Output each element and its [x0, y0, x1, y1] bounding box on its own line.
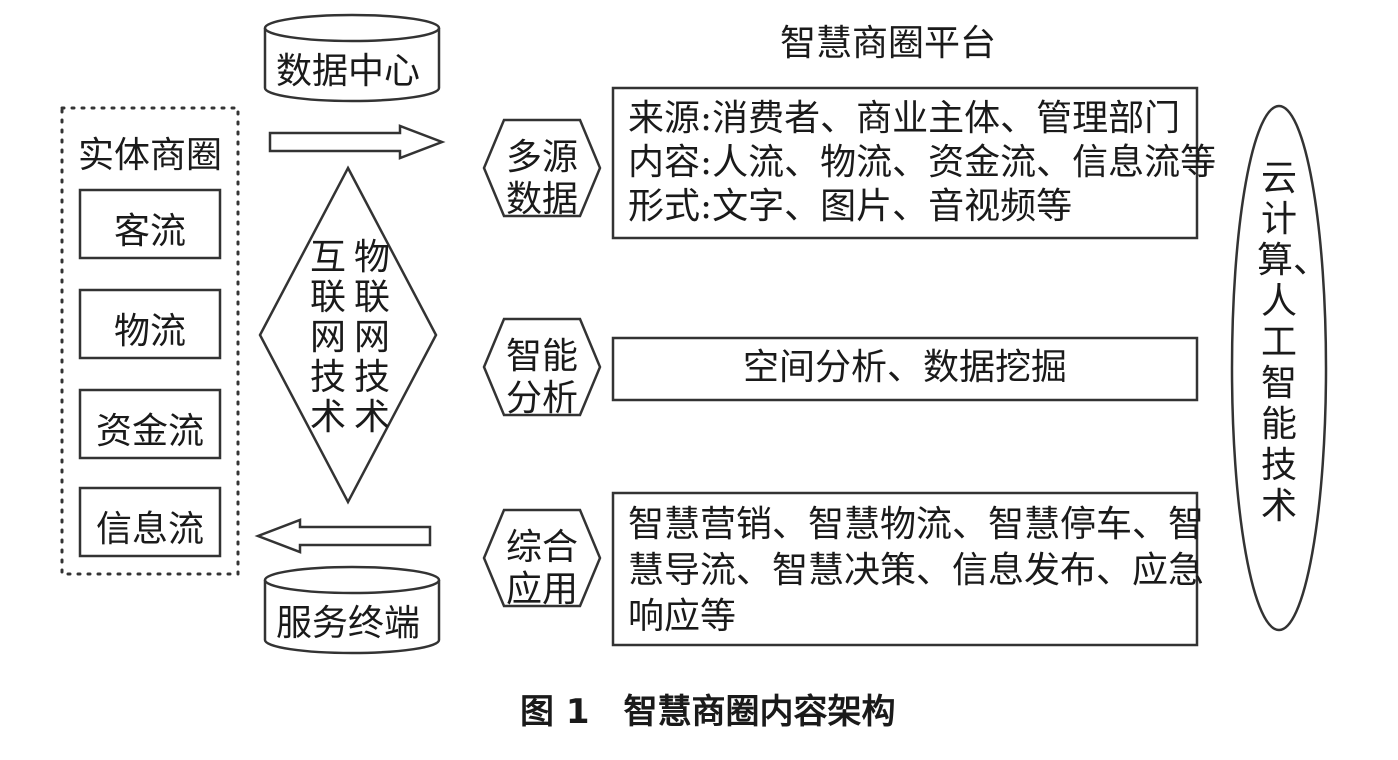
- stage-label-line1: 智能: [506, 336, 579, 377]
- figure-caption: 图 1 智慧商圈内容架构: [520, 692, 896, 732]
- data-box-line: 来源:消费者、商业主体、管理部门: [628, 98, 1181, 139]
- service-terminal-label: 服务终端: [276, 603, 421, 644]
- service-terminal-cylinder: [263, 565, 441, 655]
- flow-label: 客流: [113, 211, 186, 252]
- platform-title: 智慧商圈平台: [780, 23, 997, 64]
- data-box-line: 形式:文字、图片、音视频等: [628, 186, 1073, 227]
- iot-tech-label: 物联网技术: [353, 237, 390, 438]
- stage-label-line1: 综合: [506, 527, 579, 568]
- cloud-ai-ellipse: [1230, 104, 1328, 632]
- app-box-line: 慧导流、智慧决策、信息发布、应急: [628, 550, 1205, 591]
- tech-diamond-shape: [258, 165, 438, 505]
- arrow-right: [268, 124, 446, 160]
- app-box-line: 响应等: [628, 596, 737, 637]
- app-box: [611, 491, 1199, 647]
- hexagon-shape-1: [482, 118, 602, 218]
- app-box-line: 智慧营销、智慧物流、智慧停车、智: [628, 504, 1205, 545]
- data-center-cylinder: [263, 13, 441, 103]
- analysis-box: [611, 336, 1199, 402]
- flow-box-4: [78, 486, 222, 558]
- hexagon-shape-2: [482, 317, 602, 417]
- hexagon-shape-3: [482, 508, 602, 608]
- data-center-label: 数据中心: [276, 51, 421, 92]
- cloud-ai-label: 云计算、人工智能技术: [1257, 158, 1330, 527]
- stage-label-line2: 分析: [506, 378, 579, 419]
- flow-box-1: [78, 188, 222, 260]
- data-box-line: 内容:人流、物流、资金流、信息流等: [628, 142, 1217, 183]
- stage-label-line2: 数据: [506, 179, 579, 220]
- stage-label-line2: 应用: [506, 569, 579, 610]
- flow-label: 资金流: [95, 411, 204, 452]
- flow-label: 物流: [113, 311, 186, 352]
- data-box: [611, 86, 1199, 240]
- arrow-left: [254, 518, 432, 554]
- flow-box-3: [78, 388, 222, 460]
- entity-dotted-frame: [60, 106, 240, 576]
- internet-tech-label: 互联网技术: [309, 237, 346, 438]
- entity-title: 实体商圈: [78, 135, 223, 176]
- analysis-box-text: 空间分析、数据挖掘: [742, 347, 1067, 388]
- stage-label-line1: 多源: [506, 137, 579, 178]
- flow-box-2: [78, 288, 222, 360]
- flow-label: 信息流: [95, 509, 204, 550]
